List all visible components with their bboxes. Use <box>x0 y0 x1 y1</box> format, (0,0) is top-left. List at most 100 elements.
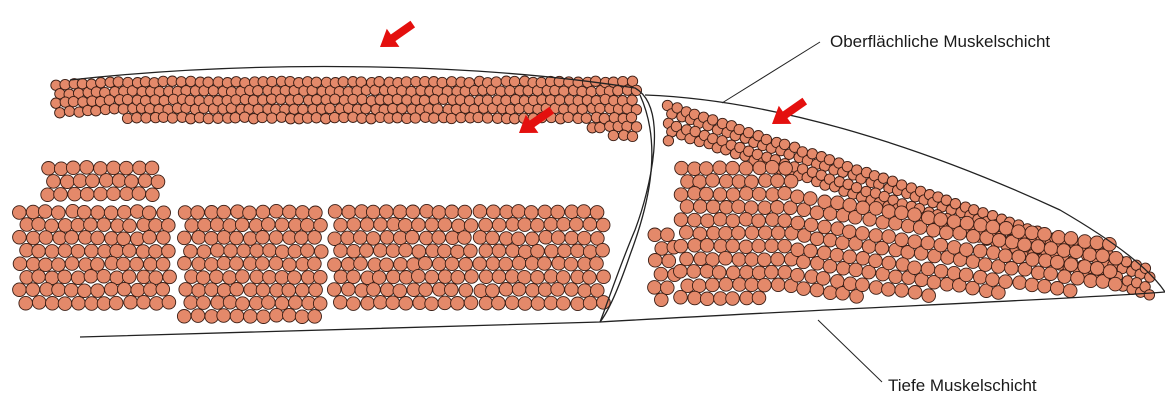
muscle-fiber <box>843 250 857 264</box>
muscle-fiber <box>843 198 857 212</box>
muscle-fiber <box>402 95 412 105</box>
muscle-fiber <box>374 218 388 232</box>
muscle-fiber <box>688 239 702 253</box>
muscle-fiber <box>27 257 41 271</box>
muscle-fiber <box>979 258 993 272</box>
muscle-fiber <box>674 265 688 279</box>
muscle-fiber <box>236 270 250 284</box>
muscle-fiber <box>583 271 597 285</box>
muscle-fiber <box>631 85 641 95</box>
muscle-fiber <box>327 283 341 297</box>
muscle-fiber <box>301 271 315 285</box>
muscle-fiber <box>558 244 572 258</box>
muscle-fiber <box>1078 235 1092 249</box>
muscle-fiber <box>869 229 883 243</box>
muscle-fiber <box>752 239 766 253</box>
muscle-fiber <box>243 206 257 220</box>
muscle-fiber <box>663 136 673 146</box>
muscle-fiber <box>816 272 830 286</box>
muscle-fiber <box>1013 276 1027 290</box>
muscle-fiber <box>230 257 244 271</box>
superficial-layer-label: Oberflächliche Muskelschicht <box>830 32 1050 51</box>
muscle-fiber <box>739 240 753 254</box>
muscle-fiber <box>393 284 407 298</box>
muscle-fiber <box>178 231 192 245</box>
muscle-fiber <box>779 139 789 149</box>
muscle-fiber <box>830 248 844 262</box>
muscle-fiber <box>1052 230 1066 244</box>
muscle-fiber <box>123 219 137 233</box>
muscle-fiber <box>1012 225 1026 239</box>
muscle-fiber <box>445 205 459 219</box>
muscle-fiber <box>110 244 124 258</box>
muscle-fiber <box>230 283 244 297</box>
muscle-fiber <box>118 205 132 219</box>
muscle-fiber <box>818 220 832 234</box>
muscle-fiber <box>236 297 250 311</box>
muscle-fiber <box>157 206 171 220</box>
muscle-fiber <box>210 218 224 232</box>
muscle-fiber <box>445 283 459 297</box>
muscle-fiber <box>217 256 231 270</box>
muscle-fiber <box>712 266 726 280</box>
muscle-fiber <box>269 231 283 245</box>
muscle-fiber <box>68 96 78 106</box>
muscle-fiber <box>518 218 532 232</box>
muscle-fiber <box>262 296 276 310</box>
muscle-fiber <box>726 161 740 175</box>
muscle-fiber <box>690 126 700 136</box>
muscle-fiber <box>726 214 740 228</box>
muscle-fiber <box>91 106 101 116</box>
muscle-fiber <box>399 219 413 233</box>
muscle-fiber <box>156 257 170 271</box>
muscle-fiber <box>974 270 988 284</box>
muscle-fiber <box>32 296 46 310</box>
muscle-fiber <box>105 283 119 297</box>
muscle-fiber <box>459 283 473 297</box>
muscle-fiber <box>784 174 798 188</box>
muscle-fiber <box>191 309 205 323</box>
muscle-fiber <box>908 261 922 275</box>
muscle-fiber <box>739 213 753 227</box>
muscle-fiber <box>295 283 309 297</box>
muscle-fiber <box>486 231 500 245</box>
muscle-fiber <box>342 205 356 219</box>
muscle-fiber <box>959 268 973 282</box>
muscle-fiber <box>296 206 310 220</box>
muscle-fiber <box>144 258 158 272</box>
muscle-fiber <box>311 77 321 87</box>
muscle-fiber <box>987 246 1001 260</box>
muscle-fiber <box>347 270 361 284</box>
muscle-fiber <box>631 122 641 132</box>
muscle-fiber <box>752 187 766 201</box>
muscle-fiber <box>752 214 766 228</box>
muscle-fiber <box>934 264 948 278</box>
muscle-fiber <box>1071 271 1085 285</box>
muscle-fiber <box>464 219 478 233</box>
muscle-fiber <box>112 174 126 188</box>
muscle-fiber <box>334 244 348 258</box>
muscle-fiber <box>608 130 618 140</box>
muscle-fiber <box>325 103 335 113</box>
muscle-fiber <box>130 257 144 271</box>
muscle-fiber <box>314 270 328 284</box>
muscle-fiber <box>192 231 206 245</box>
muscle-fiber <box>58 297 72 311</box>
muscle-fiber <box>745 278 759 292</box>
muscle-fiber <box>399 297 413 311</box>
muscle-fiber <box>973 244 987 258</box>
muscle-fiber <box>752 291 766 305</box>
muscle-fiber <box>714 292 728 306</box>
muscle-fiber <box>71 271 85 285</box>
muscle-fiber <box>149 271 163 285</box>
muscle-fiber <box>1090 262 1104 276</box>
muscle-fiber <box>217 205 231 219</box>
muscle-fiber <box>797 282 811 296</box>
muscle-fiber <box>706 278 720 292</box>
muscle-fiber <box>192 284 206 298</box>
muscle-fiber <box>68 187 82 201</box>
muscle-fiber <box>1103 265 1117 279</box>
muscle-fiber <box>109 296 123 310</box>
muscle-fiber <box>739 161 753 175</box>
muscle-fiber <box>759 226 773 240</box>
